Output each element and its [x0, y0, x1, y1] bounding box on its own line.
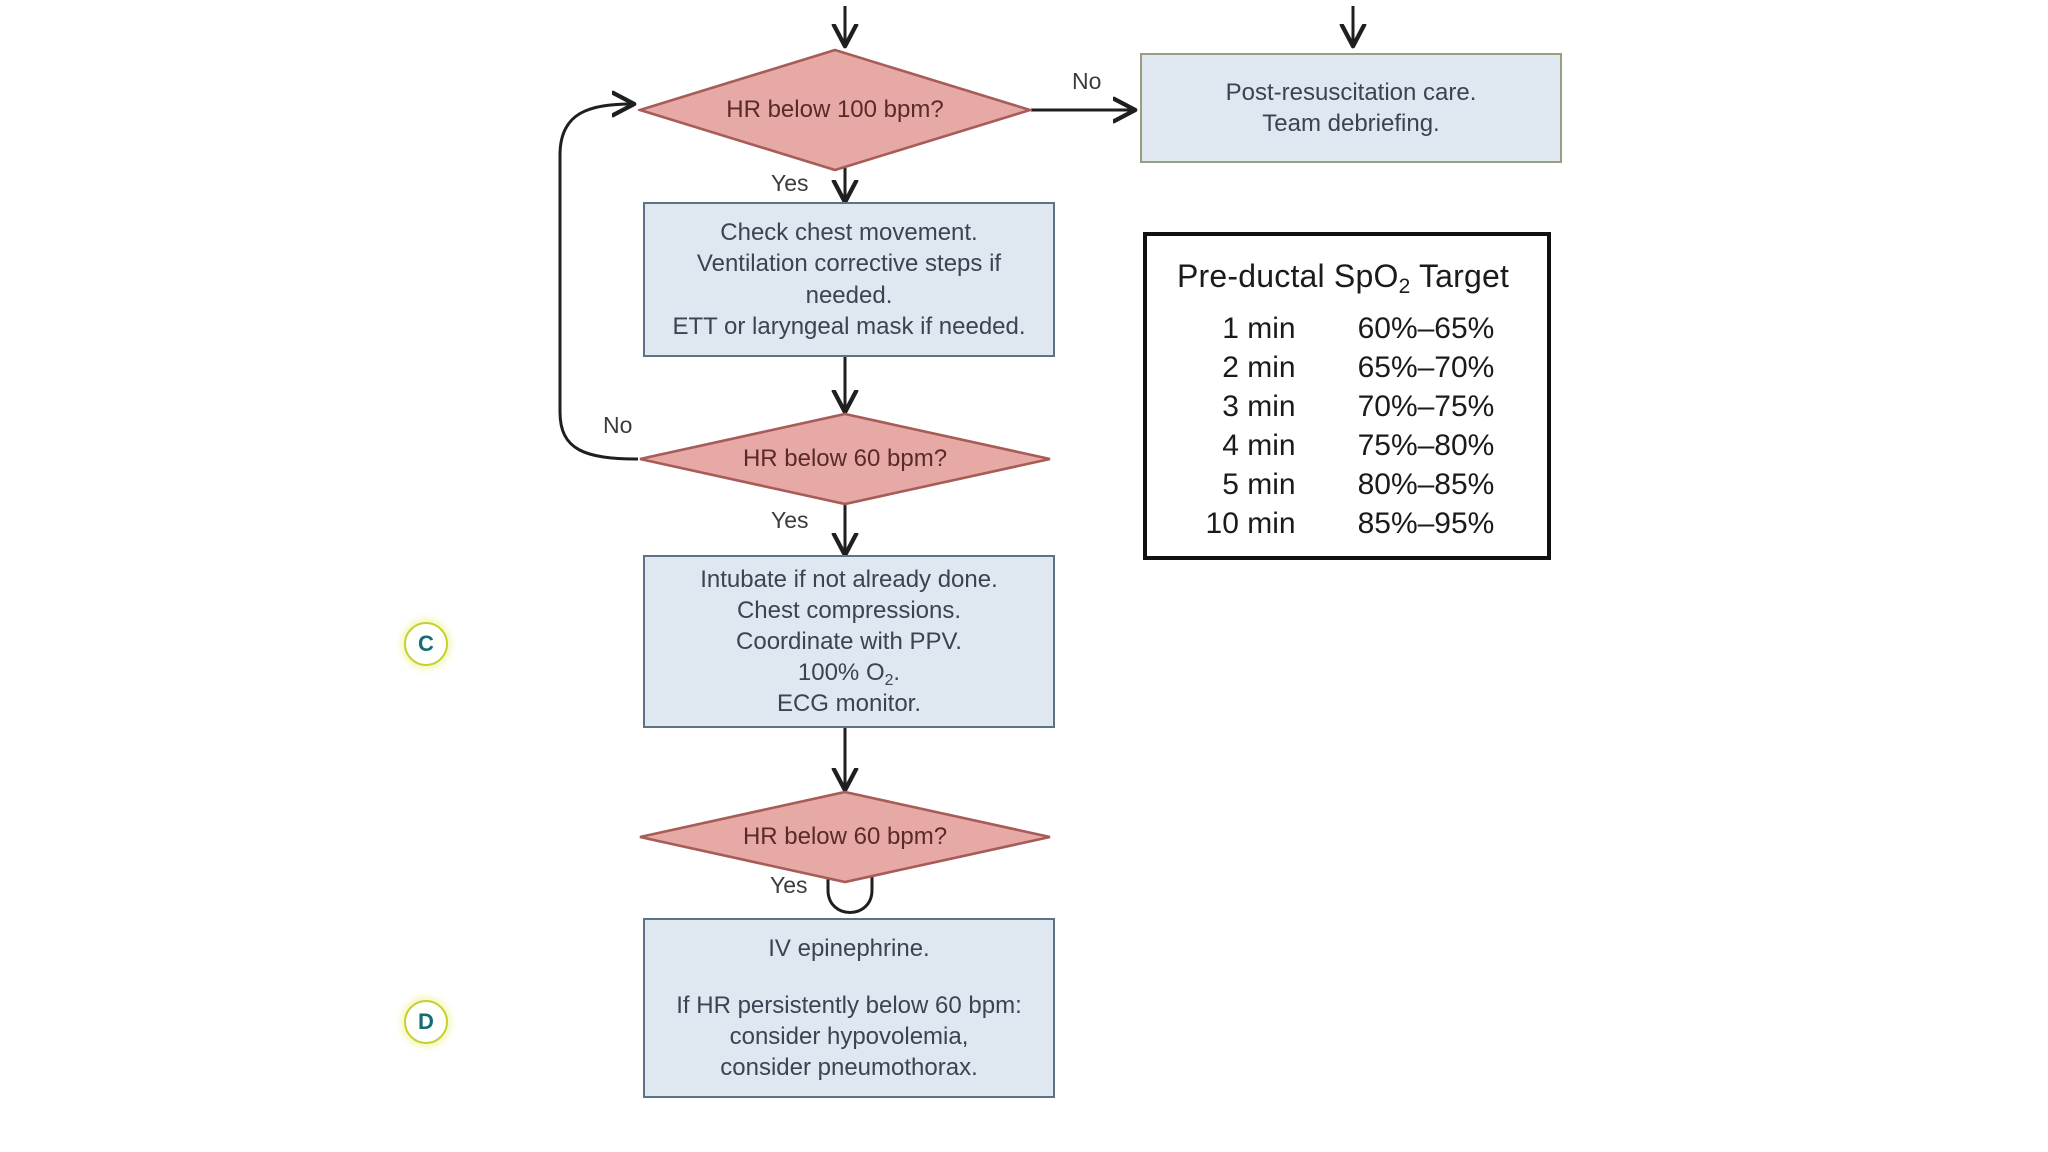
- diamond-shape: [638, 48, 1032, 172]
- decision-hr-below-100[interactable]: HR below 100 bpm?: [638, 48, 1032, 172]
- box-post-resuscitation-care-text: Post-resuscitation care. Team debriefing…: [1225, 78, 1477, 137]
- spo2-range: 60%–65%: [1357, 312, 1495, 345]
- spo2-time: 4 min: [1222, 429, 1296, 462]
- edge-label-hr100-yes: Yes: [771, 170, 809, 196]
- diamond-shape: [639, 790, 1051, 884]
- box-post-resuscitation-care[interactable]: Post-resuscitation care. Team debriefing…: [1140, 53, 1562, 163]
- table-row: 3 min 70%–75%: [1173, 387, 1521, 426]
- edge-label-hr60a-yes: Yes: [771, 507, 809, 533]
- spo2-time: 3 min: [1222, 390, 1296, 423]
- step-badge-c: C: [404, 622, 448, 666]
- spo2-range: 75%–80%: [1357, 429, 1495, 462]
- paragraph-gap: [655, 964, 1043, 990]
- diamond-shape: [639, 412, 1051, 506]
- edge-hr60a-no-loop: [558, 104, 639, 461]
- spo2-range: 85%–95%: [1357, 507, 1495, 540]
- table-row: 4 min 75%–80%: [1173, 426, 1521, 465]
- spo2-range: 70%–75%: [1357, 390, 1495, 423]
- spo2-table-rows: 1 min 60%–65% 2 min 65%–70% 3 min 70%–75…: [1173, 309, 1521, 543]
- spo2-time: 10 min: [1205, 507, 1296, 540]
- box-check-chest-movement[interactable]: Check chest movement. Ventilation correc…: [643, 202, 1055, 357]
- spo2-time: 2 min: [1222, 351, 1296, 384]
- decision-hr-below-60-second-label: HR below 60 bpm?: [742, 822, 948, 850]
- spo2-range: 80%–85%: [1357, 468, 1495, 501]
- decision-hr-below-60-first-label: HR below 60 bpm?: [742, 444, 948, 472]
- spo2-range: 65%–70%: [1357, 351, 1495, 384]
- oxygen-100-percent-line: 100% O2.: [797, 659, 901, 689]
- decision-hr-below-100-label: HR below 100 bpm?: [726, 95, 944, 123]
- box-iv-epinephrine[interactable]: IV epinephrine. If HR persistently below…: [643, 918, 1055, 1098]
- table-row: 10 min 85%–95%: [1173, 504, 1521, 543]
- edge-label-hr100-no: No: [1072, 68, 1102, 94]
- spo2-time: 1 min: [1222, 312, 1296, 345]
- decision-hr-below-60-first[interactable]: HR below 60 bpm?: [638, 412, 1052, 506]
- edge-label-hr60b-yes: Yes: [770, 872, 808, 898]
- table-row: 2 min 65%–70%: [1173, 348, 1521, 387]
- table-row: 1 min 60%–65%: [1173, 309, 1521, 348]
- spo2-target-table: Pre-ductal SpO2 Target 1 min 60%–65% 2 m…: [1143, 232, 1551, 560]
- box-intubate-compressions-text: Intubate if not already done. Chest comp…: [655, 564, 1043, 720]
- edge-label-hr60a-no: No: [603, 412, 633, 438]
- table-row: 5 min 80%–85%: [1173, 465, 1521, 504]
- decision-hr-below-60-second[interactable]: HR below 60 bpm?: [638, 790, 1052, 884]
- step-badge-d: D: [404, 1000, 448, 1044]
- spo2-time: 5 min: [1222, 468, 1296, 501]
- box-iv-epinephrine-text: IV epinephrine. If HR persistently below…: [655, 933, 1043, 1084]
- box-check-chest-movement-text: Check chest movement. Ventilation correc…: [672, 219, 1026, 340]
- spo2-table-title: Pre-ductal SpO2 Target: [1177, 258, 1510, 298]
- box-intubate-compressions[interactable]: Intubate if not already done. Chest comp…: [643, 555, 1055, 728]
